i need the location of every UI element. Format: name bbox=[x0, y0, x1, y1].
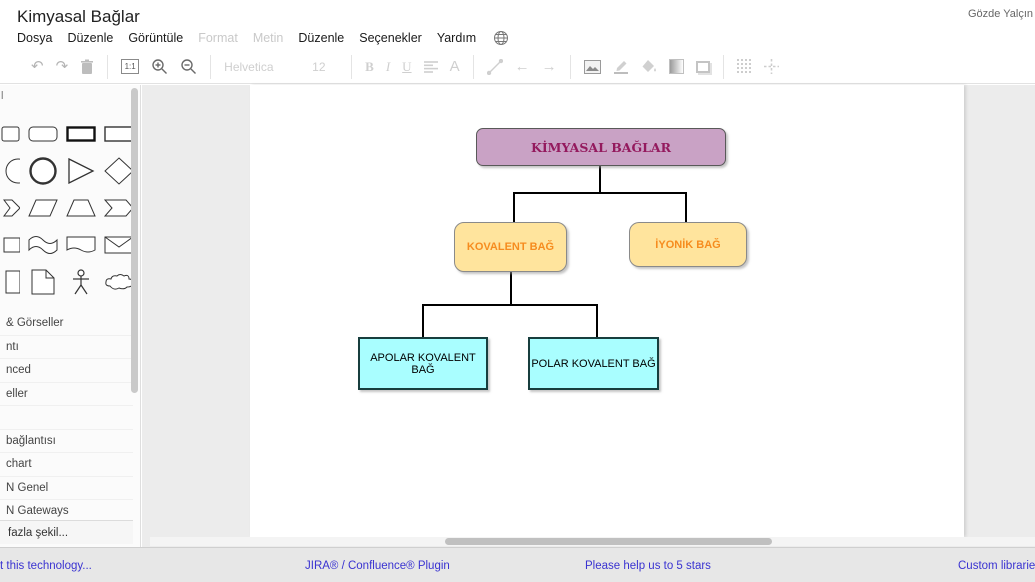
shape-rectangle-clipped[interactable] bbox=[0, 115, 24, 152]
technology-link[interactable]: t this technology... bbox=[0, 560, 92, 572]
node-polar-kovalent-bag[interactable]: POLAR KOVALENT BAĞ bbox=[528, 337, 659, 390]
edge-root-down[interactable] bbox=[599, 166, 601, 193]
menu-dosya[interactable]: Dosya bbox=[17, 31, 53, 45]
shape-chevron[interactable] bbox=[100, 189, 138, 226]
edge-to-polar[interactable] bbox=[596, 304, 598, 337]
gradient-icon bbox=[668, 59, 684, 74]
menu-secenekler[interactable]: Seçenekler bbox=[359, 31, 422, 45]
shape-circle-clipped[interactable] bbox=[0, 152, 24, 189]
shape-note[interactable] bbox=[24, 263, 62, 300]
undo-icon[interactable]: ↶ bbox=[31, 58, 44, 75]
italic-icon: I bbox=[385, 59, 391, 74]
node-kovalent-bag[interactable]: KOVALENT BAĞ bbox=[454, 222, 567, 272]
shape-triangle[interactable] bbox=[62, 152, 100, 189]
canvas[interactable]: KİMYASAL BAĞLAR KOVALENT BAĞ İYONİK BAĞ … bbox=[142, 85, 1035, 547]
menu-duzenle-arrange[interactable]: Düzenle bbox=[298, 31, 345, 45]
section-nti[interactable]: ntı bbox=[0, 335, 133, 359]
shape-tape[interactable] bbox=[24, 226, 62, 263]
menubar: Dosya Düzenle Görüntüle Format Metin Düz… bbox=[17, 30, 509, 46]
shape-cloud[interactable] bbox=[100, 263, 138, 300]
custom-libraries-link[interactable]: Custom libraries bbox=[958, 560, 1035, 572]
shape-trapezoid[interactable] bbox=[62, 189, 100, 226]
section-nced[interactable]: nced bbox=[0, 359, 133, 383]
shape-parallelogram[interactable] bbox=[24, 189, 62, 226]
edge-to-kovalent[interactable] bbox=[513, 192, 515, 222]
horizontal-scrollbar[interactable] bbox=[150, 537, 1035, 546]
section-blank bbox=[0, 406, 133, 430]
shape-chevron-clipped[interactable] bbox=[0, 189, 24, 226]
toolbar: ↶ ↷ 1:1 bbox=[0, 50, 1035, 84]
menu-goruntule[interactable]: Görüntüle bbox=[128, 31, 184, 45]
more-shapes-button[interactable]: fazla şekil... bbox=[0, 520, 133, 544]
underline-icon: U bbox=[402, 59, 412, 74]
line-color-icon bbox=[613, 59, 629, 74]
arrow-right-icon: → bbox=[541, 58, 557, 75]
user-name: Gözde Yalçın bbox=[967, 8, 1033, 20]
align-icon bbox=[423, 60, 438, 73]
trash-icon[interactable] bbox=[80, 59, 94, 75]
jira-confluence-plugin-link[interactable]: JIRA® / Confluence® Plugin bbox=[305, 560, 450, 572]
font-size-select: 12 bbox=[312, 59, 326, 74]
shape-actor[interactable] bbox=[62, 263, 100, 300]
zoom-in-icon[interactable] bbox=[151, 58, 168, 75]
shape-circle[interactable] bbox=[24, 152, 62, 189]
section-n-genel[interactable]: N Genel bbox=[0, 476, 133, 500]
bold-icon: B bbox=[365, 59, 374, 74]
edge-root-horizontal[interactable] bbox=[513, 192, 687, 194]
edge-to-apolar[interactable] bbox=[422, 304, 424, 337]
section-baglantisi[interactable]: bağlantısı bbox=[0, 429, 133, 453]
section-chart[interactable]: chart bbox=[0, 453, 133, 477]
language-globe-icon[interactable] bbox=[493, 30, 509, 46]
shape-tape-clipped[interactable] bbox=[0, 226, 24, 263]
zoom-out-icon[interactable] bbox=[180, 58, 197, 75]
menu-yardim[interactable]: Yardım bbox=[436, 31, 477, 45]
page-title: Kimyasal Bağlar bbox=[17, 7, 140, 26]
section-eller[interactable]: eller bbox=[0, 382, 133, 406]
edge-kovalent-horizontal[interactable] bbox=[422, 304, 598, 306]
line-icon bbox=[486, 58, 503, 75]
palette-sections: & Görseller ntı nced eller bağlantısı ch… bbox=[0, 312, 133, 524]
shape-palette: l & Görseller ntı nced bbox=[0, 85, 141, 547]
menu-metin: Metin bbox=[252, 31, 284, 45]
palette-section-header-partial: l bbox=[1, 90, 4, 102]
shape-diamond[interactable] bbox=[100, 152, 138, 189]
status-bar: t this technology... JIRA® / Confluence®… bbox=[0, 547, 1035, 582]
font-family-select: Helvetica bbox=[224, 59, 274, 74]
drawing-page[interactable]: KİMYASAL BAĞLAR KOVALENT BAĞ İYONİK BAĞ … bbox=[250, 85, 964, 537]
arrow-left-icon: ← bbox=[514, 58, 530, 75]
node-apolar-kovalent-bag[interactable]: APOLAR KOVALENT BAĞ bbox=[358, 337, 488, 390]
grid-icon[interactable] bbox=[736, 59, 752, 74]
shape-grid bbox=[0, 115, 140, 300]
fit-page-icon[interactable]: 1:1 bbox=[121, 59, 140, 74]
section-gorseller[interactable]: & Görseller bbox=[0, 312, 133, 336]
rate-5-stars-link[interactable]: Please help us to 5 stars bbox=[585, 560, 711, 572]
redo-icon[interactable]: ↷ bbox=[55, 58, 69, 75]
horizontal-scrollbar-thumb[interactable] bbox=[445, 538, 772, 545]
fill-color-icon bbox=[641, 59, 657, 74]
node-kimyasal-baglar[interactable]: KİMYASAL BAĞLAR bbox=[476, 128, 726, 166]
shadow-icon bbox=[695, 60, 710, 73]
shape-document[interactable] bbox=[62, 226, 100, 263]
edge-to-iyonik[interactable] bbox=[685, 192, 687, 222]
node-iyonik-bag[interactable]: İYONİK BAĞ bbox=[629, 222, 747, 267]
menu-format: Format bbox=[198, 31, 238, 45]
font-color-icon: A bbox=[449, 58, 460, 75]
shape-note-clipped[interactable] bbox=[0, 263, 24, 300]
guides-icon[interactable] bbox=[763, 59, 779, 74]
image-icon[interactable] bbox=[583, 59, 601, 74]
edge-kovalent-down[interactable] bbox=[510, 272, 512, 306]
sidebar-scrollbar[interactable] bbox=[131, 88, 138, 393]
shape-rounded-rectangle[interactable] bbox=[24, 115, 62, 152]
shape-bold-rectangle[interactable] bbox=[62, 115, 100, 152]
menu-duzenle[interactable]: Düzenle bbox=[67, 31, 114, 45]
